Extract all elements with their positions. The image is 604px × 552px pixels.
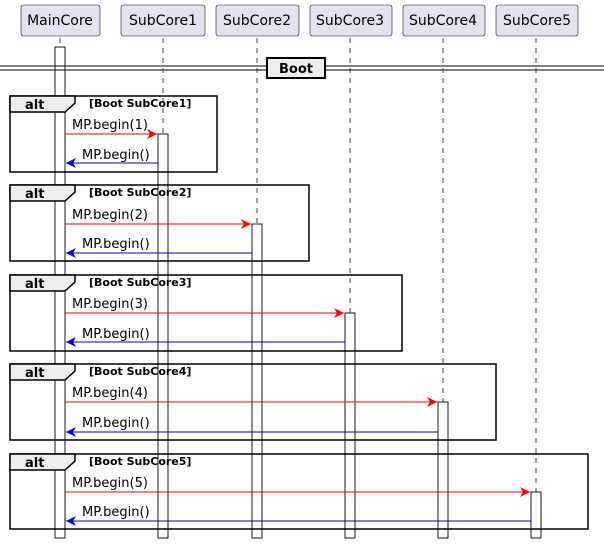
activation-subcore1 xyxy=(157,133,169,539)
participant-label: SubCore3 xyxy=(316,13,384,29)
fragment-keyword: alt xyxy=(25,366,44,381)
participant-subcore4: SubCore4 xyxy=(402,4,486,37)
call-label: MP.begin(3) xyxy=(72,297,148,312)
call-label: MP.begin(5) xyxy=(72,476,148,491)
divider-boot: Boot xyxy=(0,57,604,79)
participant-label: SubCore5 xyxy=(503,13,571,29)
activations xyxy=(54,46,542,539)
participant-subcore5: SubCore5 xyxy=(495,4,579,37)
activation-subcore2 xyxy=(251,223,263,539)
fragment-condition: [Boot SubCore5] xyxy=(89,455,191,468)
reply-label: MP.begin() xyxy=(82,148,150,163)
participant-subcore1: SubCore1 xyxy=(120,4,206,37)
divider-label: Boot xyxy=(279,62,313,77)
participant-maincore: MainCore xyxy=(20,4,101,37)
fragment-keyword: alt xyxy=(25,456,44,471)
call-label: MP.begin(4) xyxy=(72,386,148,401)
participant-subcore2: SubCore2 xyxy=(215,4,300,37)
fragment-condition: [Boot SubCore2] xyxy=(89,186,191,199)
participant-label: SubCore2 xyxy=(223,13,291,29)
fragment-condition: [Boot SubCore3] xyxy=(89,276,191,289)
alt-fragment-4: alt [Boot SubCore4] MP.begin(4) MP.begin… xyxy=(9,363,497,441)
activation-maincore xyxy=(54,46,66,539)
fragment-keyword: alt xyxy=(25,98,44,113)
alt-fragment-1: alt [Boot SubCore1] MP.begin(1) MP.begin… xyxy=(9,95,218,173)
participant-label: MainCore xyxy=(27,13,93,29)
activation-subcore5 xyxy=(530,491,542,539)
reply-label: MP.begin() xyxy=(82,416,150,431)
fragment-keyword: alt xyxy=(25,187,44,202)
fragment-condition: [Boot SubCore4] xyxy=(89,365,191,378)
call-label: MP.begin(1) xyxy=(72,118,148,133)
reply-label: MP.begin() xyxy=(82,327,150,342)
reply-label: MP.begin() xyxy=(82,237,150,252)
alt-fragment-3: alt [Boot SubCore3] MP.begin(3) MP.begin… xyxy=(9,274,403,352)
participant-label: SubCore4 xyxy=(409,13,477,29)
alt-fragment-5: alt [Boot SubCore5] MP.begin(5) MP.begin… xyxy=(9,453,589,530)
participant-subcore3: SubCore3 xyxy=(309,4,393,37)
fragment-keyword: alt xyxy=(25,277,44,292)
call-label: MP.begin(2) xyxy=(72,208,148,223)
fragment-condition: [Boot SubCore1] xyxy=(89,97,191,110)
activation-subcore3 xyxy=(344,312,356,539)
alt-fragment-2: alt [Boot SubCore2] MP.begin(2) MP.begin… xyxy=(9,184,310,262)
reply-label: MP.begin() xyxy=(82,505,150,520)
participant-label: SubCore1 xyxy=(129,13,197,29)
activation-subcore4 xyxy=(437,401,449,539)
